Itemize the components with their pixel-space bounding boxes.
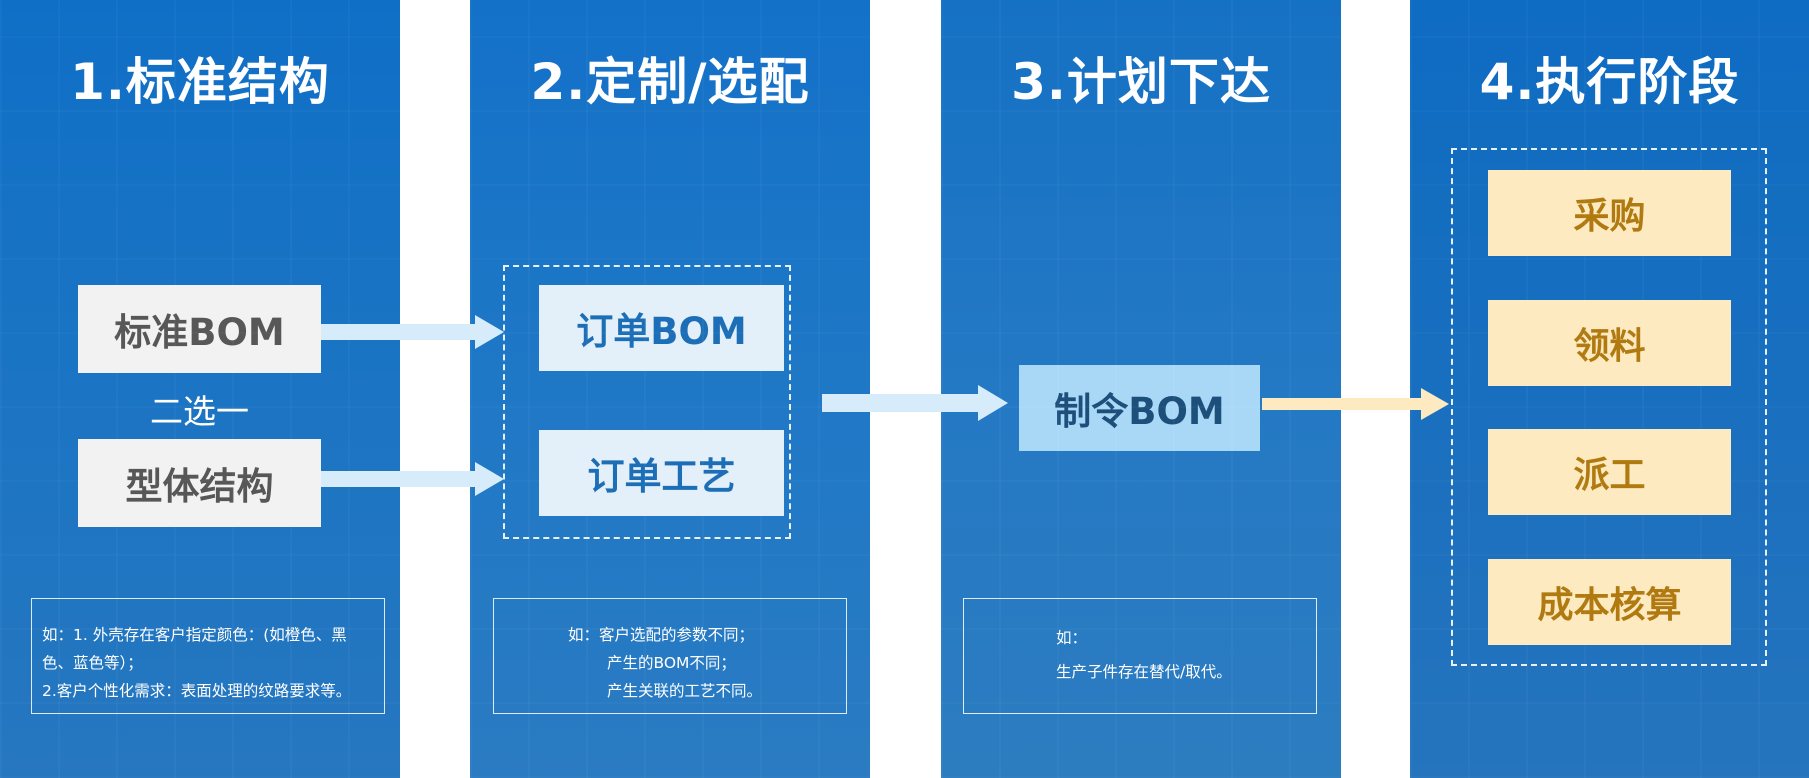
mo-bom-box: 制令BOM	[1019, 365, 1260, 451]
note-line: 产生的BOM不同；	[607, 654, 736, 672]
options-dashed-group	[503, 265, 791, 539]
stage-3-note: 如： 生产子件存在替代/取代。	[963, 598, 1317, 714]
purchase-box: 采购	[1488, 170, 1731, 256]
stage-3-title: 3.计划下达	[1011, 53, 1271, 111]
arrow-standard-bom-to-order-bom	[321, 315, 504, 349]
stage-1-panel: 1.标准结构 标准BOM 二选一 型体结构 如：1. 外壳存在客户指定颜色：(如…	[0, 0, 400, 778]
stage-4-title: 4.执行阶段	[1479, 53, 1740, 111]
stage-2-panel: 2.定制/选配 订单BOM 订单工艺 如：客户选配的参数不同； 产生的BOM不同…	[470, 0, 870, 778]
type-structure-box: 型体结构	[78, 439, 321, 527]
note-line: 2.客户个性化需求：表面处理的纹路要求等。	[42, 682, 352, 700]
cost-accounting-box: 成本核算	[1488, 559, 1731, 645]
either-or-label: 二选一	[150, 392, 249, 431]
note-line: 产生关联的工艺不同。	[607, 682, 763, 700]
standard-bom-box: 标准BOM	[78, 285, 321, 373]
note-line: 如：客户选配的参数不同；	[568, 626, 755, 644]
note-line: 色、蓝色等）；	[42, 654, 143, 672]
execution-dashed-group	[1451, 148, 1767, 666]
stage-1-note: 如：1. 外壳存在客户指定颜色：(如橙色、黑 色、蓝色等）； 2.客户个性化需求…	[31, 598, 385, 714]
stage-1-title: 1.标准结构	[70, 53, 330, 111]
order-bom-box: 订单BOM	[539, 285, 784, 371]
arrow-type-structure-to-order-process	[321, 462, 504, 496]
note-line: 如：1. 外壳存在客户指定颜色：(如橙色、黑	[42, 626, 347, 644]
stage-2-title: 2.定制/选配	[530, 53, 810, 111]
material-issue-box: 领料	[1488, 300, 1731, 386]
stage-2-note: 如：客户选配的参数不同； 产生的BOM不同； 产生关联的工艺不同。	[493, 598, 847, 714]
arrow-options-to-mo-bom	[822, 385, 1008, 421]
note-line: 如：	[1056, 629, 1088, 647]
arrow-mo-bom-to-execution	[1262, 388, 1449, 420]
dispatch-box: 派工	[1488, 429, 1731, 515]
note-line: 生产子件存在替代/取代。	[1056, 663, 1232, 681]
stage-4-panel: 4.执行阶段 采购 领料 派工 成本核算	[1410, 0, 1809, 778]
order-process-box: 订单工艺	[539, 430, 784, 516]
stage-3-panel: 3.计划下达 制令BOM 如： 生产子件存在替代/取代。	[941, 0, 1341, 778]
